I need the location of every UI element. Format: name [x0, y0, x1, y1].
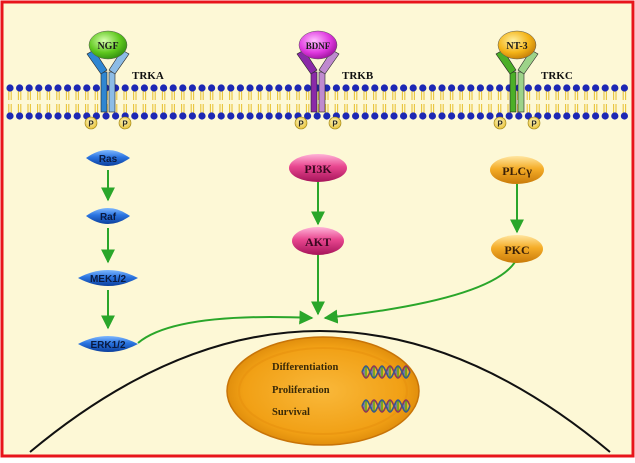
svg-text:MEK1/2: MEK1/2	[90, 274, 127, 285]
arrow-pkc-nucleus	[323, 261, 516, 324]
receptor-label-trka: TRKA	[132, 70, 164, 82]
magenta-ball-icon	[298, 30, 338, 60]
ligand-label-trkb: BDNF	[306, 41, 331, 51]
svg-text:P: P	[122, 120, 128, 129]
nucleus: Differentiation Proliferation Survival	[226, 336, 420, 446]
node-erk12: ERK1/2	[78, 336, 138, 352]
pathway-arrows	[101, 170, 524, 344]
phosphate-trka-2: P	[118, 116, 132, 130]
receptor-trkb: BDNF TRKB P P	[294, 30, 374, 130]
svg-text:Raf: Raf	[100, 212, 117, 223]
ligand-label-trka: NGF	[97, 41, 118, 52]
dna-helix-icon	[361, 399, 411, 413]
node-raf: Raf	[86, 208, 130, 224]
receptor-label-trkc: TRKC	[541, 70, 573, 82]
node-ras: Ras	[86, 150, 130, 166]
green-y-receptor-icon	[495, 49, 539, 113]
dna-helix-icon	[361, 365, 411, 379]
outcome-proliferation: Proliferation	[272, 385, 330, 396]
svg-text:P: P	[332, 120, 338, 129]
svg-text:PKC: PKC	[504, 243, 529, 257]
orange-ball-icon	[497, 30, 537, 60]
receptor-trka: NGF TRKA P P	[84, 30, 164, 130]
svg-text:P: P	[531, 120, 537, 129]
phosphate-trkb-1: P	[294, 116, 308, 130]
receptor-label-trkb: TRKB	[342, 70, 374, 82]
node-plcg: PLCγ	[490, 156, 544, 184]
green-ball-icon	[88, 30, 128, 60]
svg-text:PLCγ: PLCγ	[502, 164, 532, 178]
arrow-erk-nucleus	[137, 310, 314, 344]
node-mek12: MEK1/2	[78, 270, 138, 286]
phosphate-trkc-1: P	[493, 116, 507, 130]
node-akt: AKT	[292, 227, 344, 255]
cell-membrane	[6, 84, 629, 120]
node-pi3k: PI3K	[289, 154, 347, 182]
purple-y-receptor-icon	[296, 49, 340, 113]
svg-text:AKT: AKT	[305, 235, 331, 249]
cell-boundary	[29, 330, 611, 453]
svg-text:P: P	[88, 120, 94, 129]
svg-text:Ras: Ras	[99, 154, 118, 165]
node-pkc: PKC	[491, 235, 543, 263]
svg-text:P: P	[298, 120, 304, 129]
ligand-label-trkc: NT-3	[506, 41, 527, 52]
outcome-differentiation: Differentiation	[272, 362, 338, 373]
svg-text:ERK1/2: ERK1/2	[90, 340, 125, 351]
outcome-survival: Survival	[272, 407, 310, 418]
phosphate-trkb-2: P	[328, 116, 342, 130]
blue-y-receptor-icon	[86, 49, 130, 113]
svg-text:PI3K: PI3K	[304, 162, 332, 176]
phosphate-trka-1: P	[84, 116, 98, 130]
phosphate-trkc-2: P	[527, 116, 541, 130]
svg-text:P: P	[497, 120, 503, 129]
